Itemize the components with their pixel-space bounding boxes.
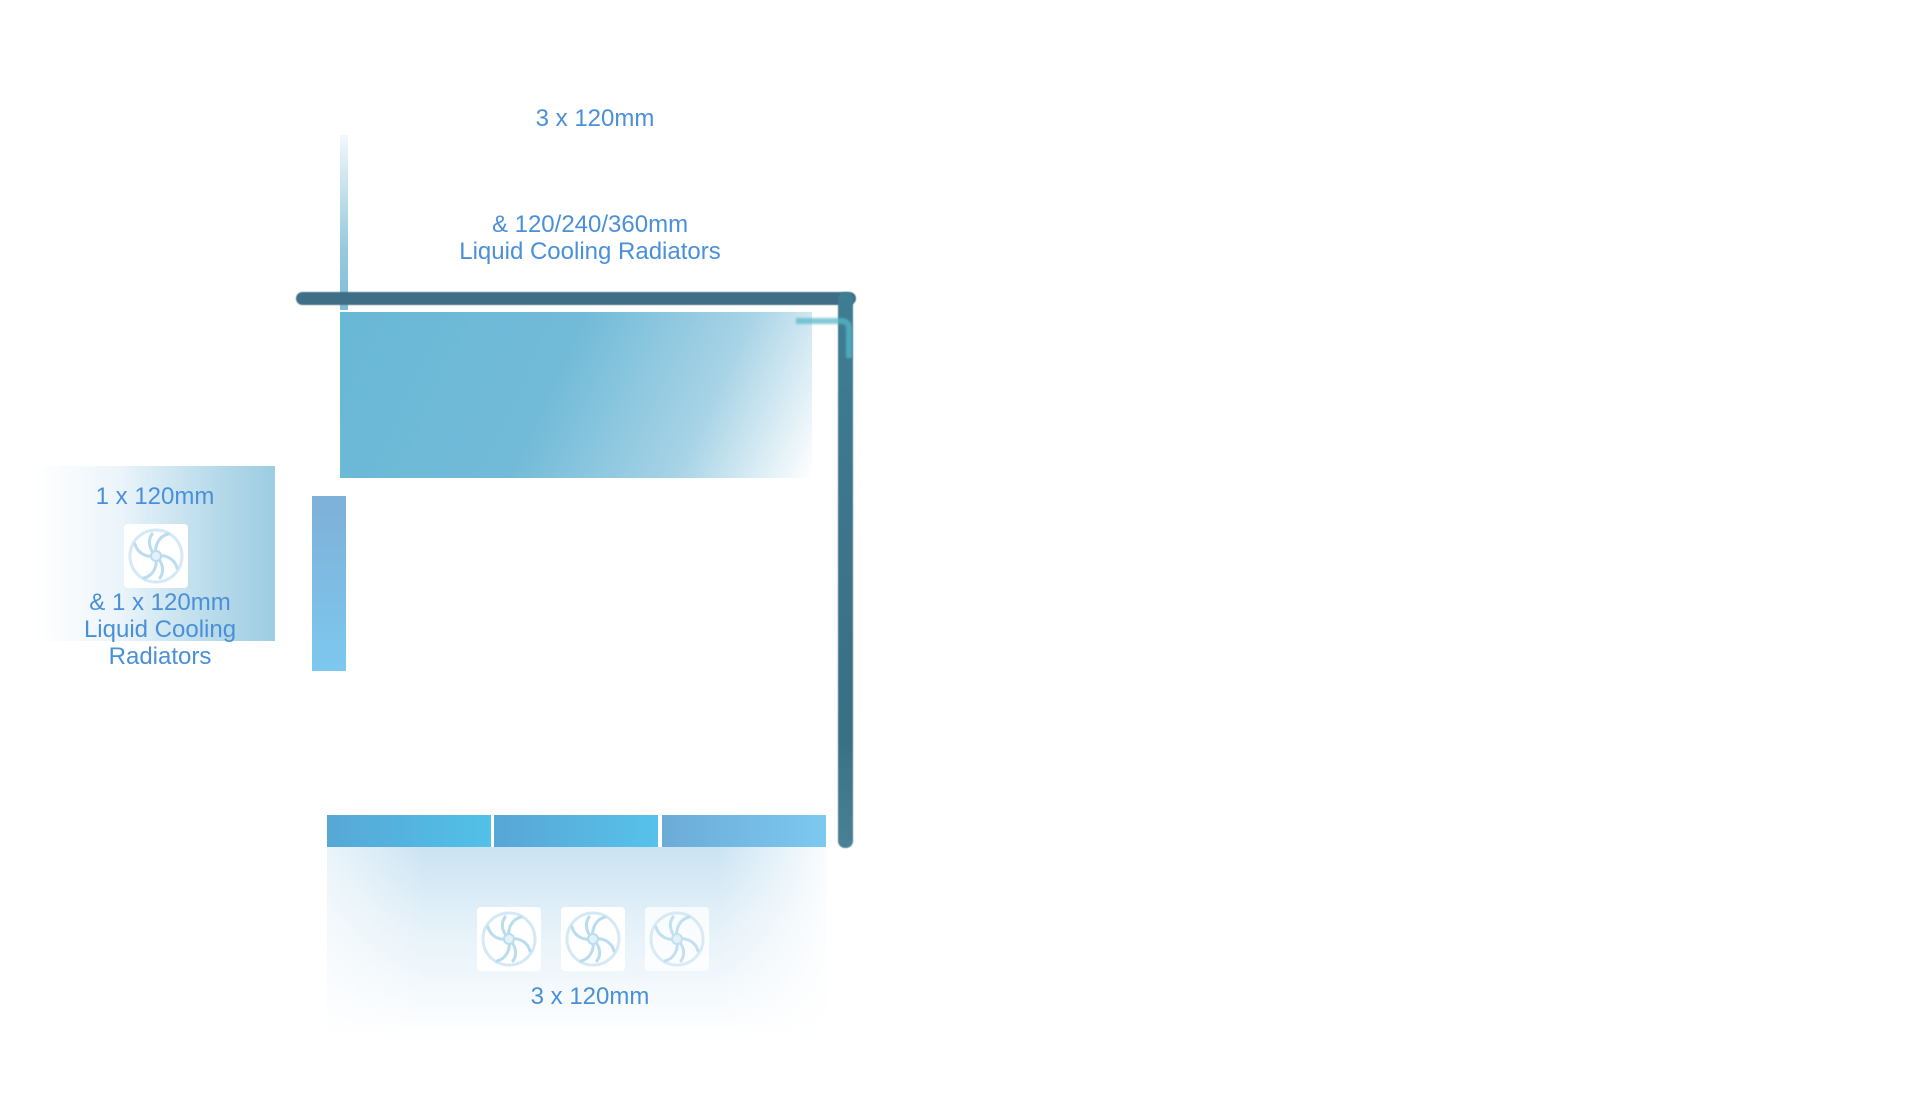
- bottom-mount-segment-2: [494, 815, 658, 847]
- rear-radiator-label-line3: Radiators: [108, 643, 212, 670]
- rear-radiator-label-line2: Liquid Cooling: [83, 616, 237, 643]
- top-fans-label: 3 x 120mm: [535, 105, 655, 132]
- rear-fan-label: 1 x 120mm: [95, 483, 215, 510]
- fan-icon: [477, 907, 541, 971]
- case-top-frame: [296, 292, 856, 305]
- top-mount-indicator-line: [340, 135, 348, 310]
- top-radiator-label-line1: & 120/240/360mm: [491, 211, 689, 238]
- top-cooling-zone: [340, 312, 812, 478]
- rear-mount-bar: [312, 496, 346, 671]
- fan-icon: [124, 524, 188, 588]
- bottom-fans-label: 3 x 120mm: [530, 983, 650, 1010]
- fan-icon: [561, 907, 625, 971]
- rear-radiator-label-line1: & 1 x 120mm: [89, 589, 231, 616]
- bottom-fan-3-icon-graphic: [649, 911, 705, 967]
- bottom-fan-2-icon-graphic: [565, 911, 621, 967]
- case-corner-accent: [796, 318, 852, 358]
- rear-fan-icon-graphic: [128, 528, 184, 584]
- rear-radiator-label: & 1 x 120mm Liquid Cooling Radiators: [60, 589, 260, 670]
- bottom-fan-1-icon-graphic: [481, 911, 537, 967]
- top-radiator-label-line2: Liquid Cooling Radiators: [459, 238, 721, 265]
- bottom-mount-segment-3: [662, 815, 826, 847]
- fan-icon: [645, 907, 709, 971]
- bottom-mount-segment-1: [327, 815, 491, 847]
- case-front-frame: [838, 292, 853, 848]
- top-radiator-label: & 120/240/360mm Liquid Cooling Radiators: [420, 211, 760, 265]
